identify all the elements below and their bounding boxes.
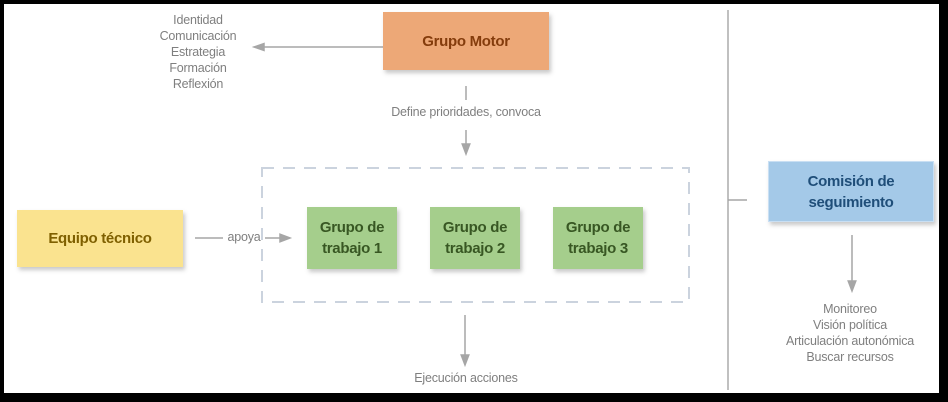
arrow-work-groups-to-ejecucion (460, 315, 470, 368)
list-item: Identidad (173, 13, 223, 27)
list-item: Articulación autonómica (785, 334, 915, 348)
comision-seguimiento-box: Comisión de seguimiento (768, 161, 934, 222)
list-item: Reflexión (172, 77, 224, 91)
list-item: Estrategia (170, 45, 226, 59)
comision-seguimiento-label: Comisión de seguimiento (807, 172, 895, 211)
diagram-canvas: Identidad Comunicación Estrategia Formac… (4, 4, 939, 393)
grupo-motor-box: Grupo Motor (383, 12, 549, 70)
equipo-tecnico-label: Equipo técnico (48, 230, 152, 247)
arrow-comision-to-functions (847, 235, 857, 294)
work-group-2-box: Grupo de trabajo 2 (430, 207, 520, 269)
equipo-tecnico-box: Equipo técnico (17, 210, 183, 267)
apoya-label: apoya (227, 230, 261, 244)
work-group-2-label: Grupo de trabajo 2 (442, 219, 508, 257)
grupo-motor-functions-list: Identidad Comunicación Estrategia Formac… (108, 12, 288, 92)
ejecucion-acciones-label: Ejecución acciones (414, 371, 518, 385)
work-group-1-label: Grupo de trabajo 1 (319, 219, 385, 257)
work-group-3-box: Grupo de trabajo 3 (553, 207, 643, 269)
list-item: Comunicación (159, 29, 237, 43)
list-item: Visión política (813, 318, 887, 332)
work-group-1-box: Grupo de trabajo 1 (307, 207, 397, 269)
list-item: Buscar recursos (806, 350, 894, 364)
define-prioridades-label: Define prioridades, convoca (391, 105, 541, 119)
comision-functions-list: Monitoreo Visión política Articulación a… (760, 301, 939, 365)
grupo-motor-label: Grupo Motor (422, 32, 510, 50)
list-item: Formación (169, 61, 227, 75)
arrow-grupo-motor-to-work-groups (461, 86, 471, 157)
list-item: Monitoreo (823, 302, 877, 316)
work-group-3-label: Grupo de trabajo 3 (565, 219, 631, 257)
